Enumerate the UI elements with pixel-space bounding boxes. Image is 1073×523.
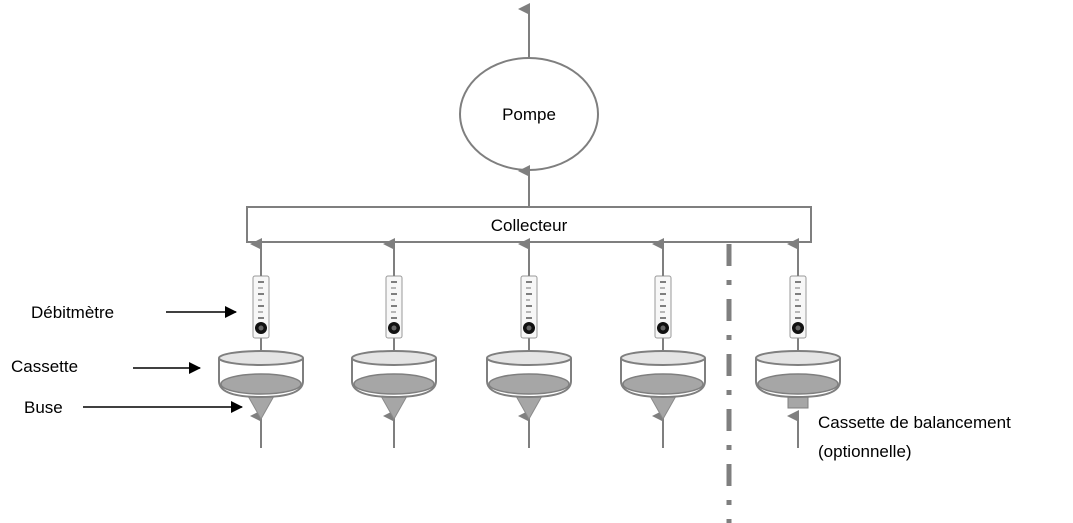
flowmeter — [385, 275, 403, 339]
pump-label: Pompe — [502, 105, 556, 124]
nozzle — [247, 395, 275, 421]
sampling-line — [486, 238, 572, 448]
filter — [353, 373, 435, 395]
cassette-top — [351, 350, 437, 366]
nozzle — [380, 395, 408, 421]
cassette-top — [218, 350, 304, 366]
flowmeter — [654, 275, 672, 339]
flowmeter — [252, 275, 270, 339]
sampling-line — [218, 238, 304, 448]
flowmeter — [789, 275, 807, 339]
cassette-top — [755, 350, 841, 366]
cassette-top — [620, 350, 706, 366]
nozzle — [515, 395, 543, 421]
nozzle-annotation: Buse — [24, 398, 63, 417]
sampling-line — [620, 238, 706, 448]
filter — [622, 373, 704, 395]
cassette-top — [486, 350, 572, 366]
nozzle — [649, 395, 677, 421]
sampling-line — [351, 238, 437, 448]
flowmeter — [520, 275, 538, 339]
cassette-annotation: Cassette — [11, 357, 78, 376]
collector — [246, 206, 812, 243]
filter — [488, 373, 570, 395]
balancing-annotation-line1: Cassette de balancement — [818, 413, 1011, 432]
flowmeter-annotation: Débitmètre — [31, 303, 114, 322]
collector-label: Collecteur — [491, 216, 568, 235]
filter — [220, 373, 302, 395]
filter — [757, 373, 839, 395]
balancing-annotation-line2: (optionnelle) — [818, 442, 912, 461]
balancing-line — [755, 238, 841, 448]
